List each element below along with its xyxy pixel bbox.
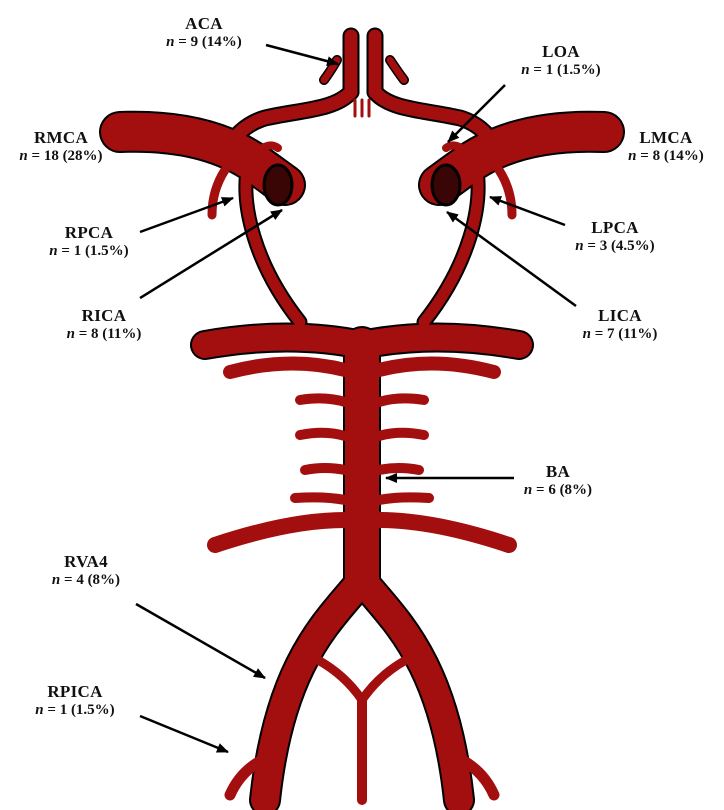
label-rmca: RMCA n = 18 (28%)	[6, 128, 116, 166]
rpica-arrow	[140, 716, 228, 752]
rva4-arrow	[136, 604, 265, 678]
rva4-vessel	[265, 580, 362, 800]
rpca-branch	[212, 170, 225, 215]
label-lica: LICA n = 7 (11%)	[570, 306, 670, 344]
lpca-branch	[499, 170, 512, 215]
lpca-arrow	[490, 197, 565, 225]
rmca-vessel	[120, 132, 285, 185]
aca-arrow	[266, 45, 338, 64]
label-loa: LOA n = 1 (1.5%)	[502, 42, 620, 80]
label-aca: ACA n = 9 (14%)	[158, 14, 250, 52]
label-aca-name: ACA	[158, 14, 250, 33]
vessel-network	[120, 36, 604, 800]
label-lmca: LMCA n = 8 (14%)	[612, 128, 720, 166]
label-lpca: LPCA n = 3 (4.5%)	[560, 218, 670, 256]
lmca-vessel	[439, 132, 604, 185]
label-rpca: RPCA n = 1 (1.5%)	[34, 223, 144, 261]
lica-lumen	[432, 165, 460, 205]
label-rpica: RPICA n = 1 (1.5%)	[20, 682, 130, 720]
label-ba: BA n = 6 (8%)	[508, 462, 608, 500]
label-rva4: RVA4 n = 4 (8%)	[38, 552, 134, 590]
rica-lumen	[264, 165, 292, 205]
rpca-arrow	[140, 198, 233, 232]
label-rica: RICA n = 8 (11%)	[54, 306, 154, 344]
